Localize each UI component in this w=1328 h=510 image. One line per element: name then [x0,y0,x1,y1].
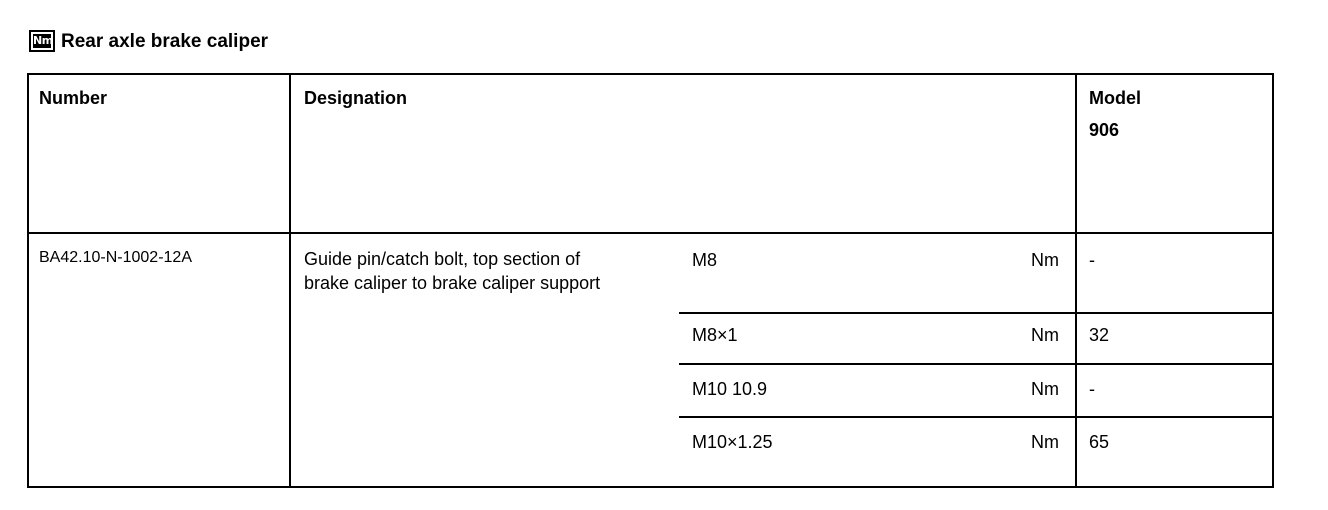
torque-value: - [1089,379,1095,399]
divider-number-designation [289,75,291,486]
thread-size: M10 10.9 [692,379,768,399]
torque-value: 65 [1089,432,1110,452]
torque-value: 32 [1089,325,1110,345]
torque-unit: Nm [1031,432,1059,452]
thread-size: M10×1.25 [692,432,773,452]
header-divider [29,232,1272,234]
torque-table: Number Designation Model 906 BA42.10-N-1… [27,73,1274,488]
thread-size: M8×1 [692,325,738,345]
header-model: Model [1089,88,1141,108]
header-designation: Designation [304,88,408,108]
thread-size: M8 [692,250,718,270]
torque-nm-icon: Nm [29,30,55,52]
section-title: Nm Rear axle brake caliper [29,27,268,55]
torque-unit: Nm [1031,379,1059,399]
header-number: Number [39,88,108,108]
row-divider-1 [679,312,1272,314]
header-model-value: 906 [1089,120,1120,140]
document-number: BA42.10-N-1002-12A [39,249,192,266]
torque-value: - [1089,250,1095,270]
row-divider-2 [679,363,1272,365]
torque-unit: Nm [1031,250,1059,270]
row-divider-3 [679,416,1272,418]
designation-line-1: Guide pin/catch bolt, top section of [304,249,581,269]
torque-icon-label: Nm [33,34,53,48]
section-title-text: Rear axle brake caliper [61,31,269,52]
torque-unit: Nm [1031,325,1059,345]
designation-line-2: brake caliper to brake caliper support [304,273,601,293]
divider-designation-model [1075,75,1077,486]
